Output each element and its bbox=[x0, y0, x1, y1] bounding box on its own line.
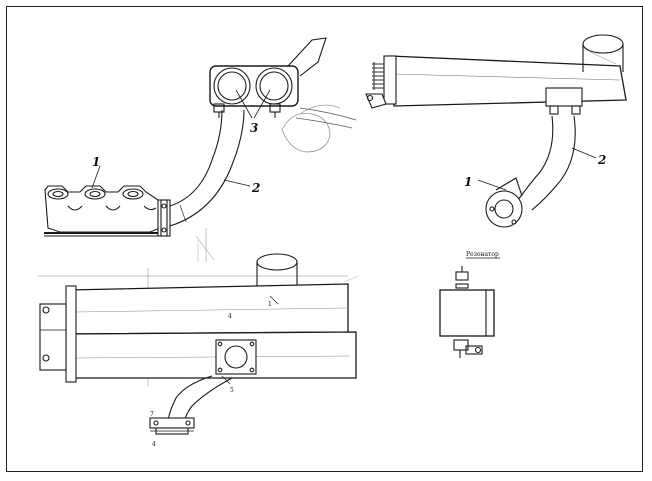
detail-title: Резонатор bbox=[466, 251, 499, 258]
label-pipe-left: 2 bbox=[251, 181, 260, 195]
manifold-assembly bbox=[44, 37, 357, 262]
label-clamps: 3 bbox=[250, 121, 258, 135]
label-joint: 5 bbox=[230, 387, 234, 394]
resonator-detail bbox=[439, 257, 500, 358]
label-manifold: 1 bbox=[92, 155, 100, 169]
muffler-top-assembly bbox=[365, 34, 627, 228]
label-flange-a: 7 bbox=[150, 411, 154, 418]
label-flange-b: 4 bbox=[152, 441, 156, 448]
label-flange-right: 1 bbox=[464, 175, 472, 189]
label-pipe-right: 2 bbox=[597, 153, 606, 167]
label-outlet: 1 bbox=[268, 301, 272, 308]
resonator-assembly bbox=[38, 253, 357, 435]
sheet-border bbox=[6, 6, 643, 472]
label-body: 4 bbox=[228, 313, 232, 320]
